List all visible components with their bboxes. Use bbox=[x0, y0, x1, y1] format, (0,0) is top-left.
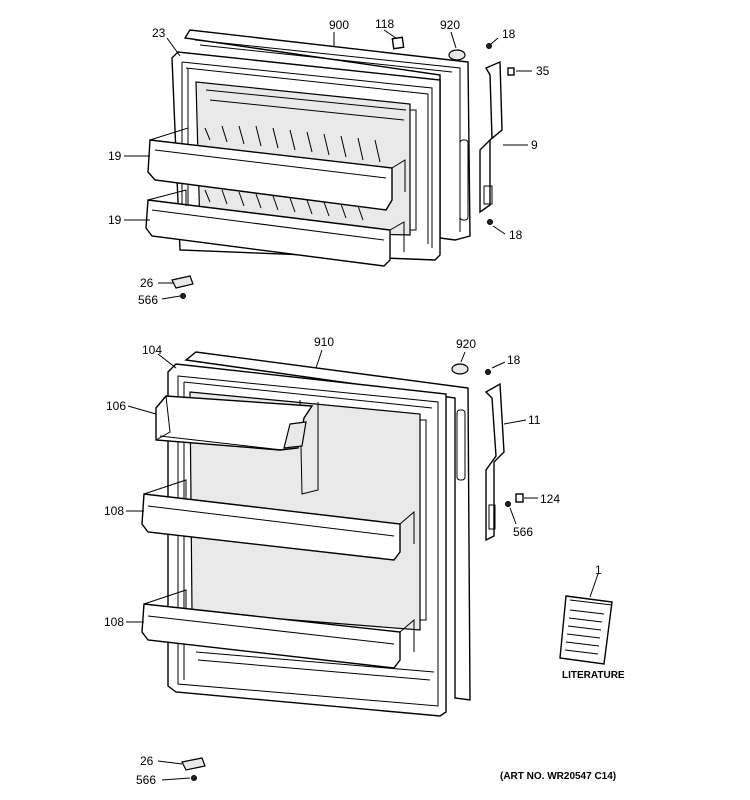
label-26-top: 26 bbox=[140, 276, 154, 290]
part-920-plug-bottom bbox=[451, 363, 469, 375]
part-9-hinge bbox=[479, 60, 503, 214]
label-124: 124 bbox=[540, 492, 560, 506]
part-118-clip bbox=[391, 36, 405, 50]
label-26-bottom: 26 bbox=[140, 754, 154, 768]
label-1: 1 bbox=[595, 563, 602, 577]
part-124-clip bbox=[515, 493, 524, 503]
part-26-hinge-pin-bottom bbox=[181, 757, 206, 771]
shelf-ribs-upper bbox=[204, 125, 381, 163]
shelf-ribs-lower bbox=[204, 189, 364, 221]
label-910: 910 bbox=[314, 335, 334, 349]
fresh-food-door-assembly bbox=[141, 351, 613, 781]
part-26-hinge-pin-top bbox=[171, 275, 194, 289]
label-19-upper: 19 bbox=[108, 149, 122, 163]
label-920-top: 920 bbox=[440, 18, 460, 32]
part-18-screw-top-b bbox=[487, 219, 493, 225]
part-11-hinge bbox=[484, 382, 505, 542]
label-11: 11 bbox=[528, 413, 541, 427]
label-108-lower: 108 bbox=[104, 615, 124, 629]
part-566-screw-mid bbox=[505, 501, 511, 507]
label-900: 900 bbox=[329, 18, 349, 32]
label-104: 104 bbox=[142, 343, 162, 357]
part-566-screw-top bbox=[180, 293, 186, 299]
label-23: 23 bbox=[152, 26, 166, 40]
part-920-plug-top bbox=[448, 49, 466, 61]
label-9: 9 bbox=[531, 138, 538, 152]
freezer-door-assembly bbox=[145, 29, 515, 299]
part-18-screw-bottom bbox=[485, 369, 491, 375]
label-106: 106 bbox=[106, 399, 126, 413]
leader-lines-bottom bbox=[126, 349, 599, 781]
literature-caption: LITERATURE bbox=[562, 670, 625, 681]
label-18-top-b: 18 bbox=[509, 228, 523, 242]
label-566-top: 566 bbox=[138, 293, 158, 307]
label-18-top-a: 18 bbox=[502, 27, 516, 41]
part-1-literature-booklet bbox=[559, 595, 613, 665]
label-566-bottom: 566 bbox=[136, 773, 156, 787]
part-labels: 23 900 118 920 18 35 9 18 19 19 26 566 1… bbox=[104, 17, 602, 787]
label-19-lower: 19 bbox=[108, 213, 122, 227]
label-108-upper: 108 bbox=[104, 504, 124, 518]
label-118: 118 bbox=[375, 17, 394, 31]
label-566-mid: 566 bbox=[513, 525, 533, 539]
label-35: 35 bbox=[536, 64, 550, 78]
label-18-bottom: 18 bbox=[507, 353, 521, 367]
leader-lines-top bbox=[124, 29, 532, 300]
art-number-caption: (ART NO. WR20547 C14) bbox=[500, 771, 616, 782]
part-35-clip bbox=[507, 67, 515, 76]
part-18-screw-top-a bbox=[486, 43, 492, 49]
part-566-screw-bottom bbox=[191, 775, 197, 781]
label-920-bottom: 920 bbox=[456, 337, 476, 351]
